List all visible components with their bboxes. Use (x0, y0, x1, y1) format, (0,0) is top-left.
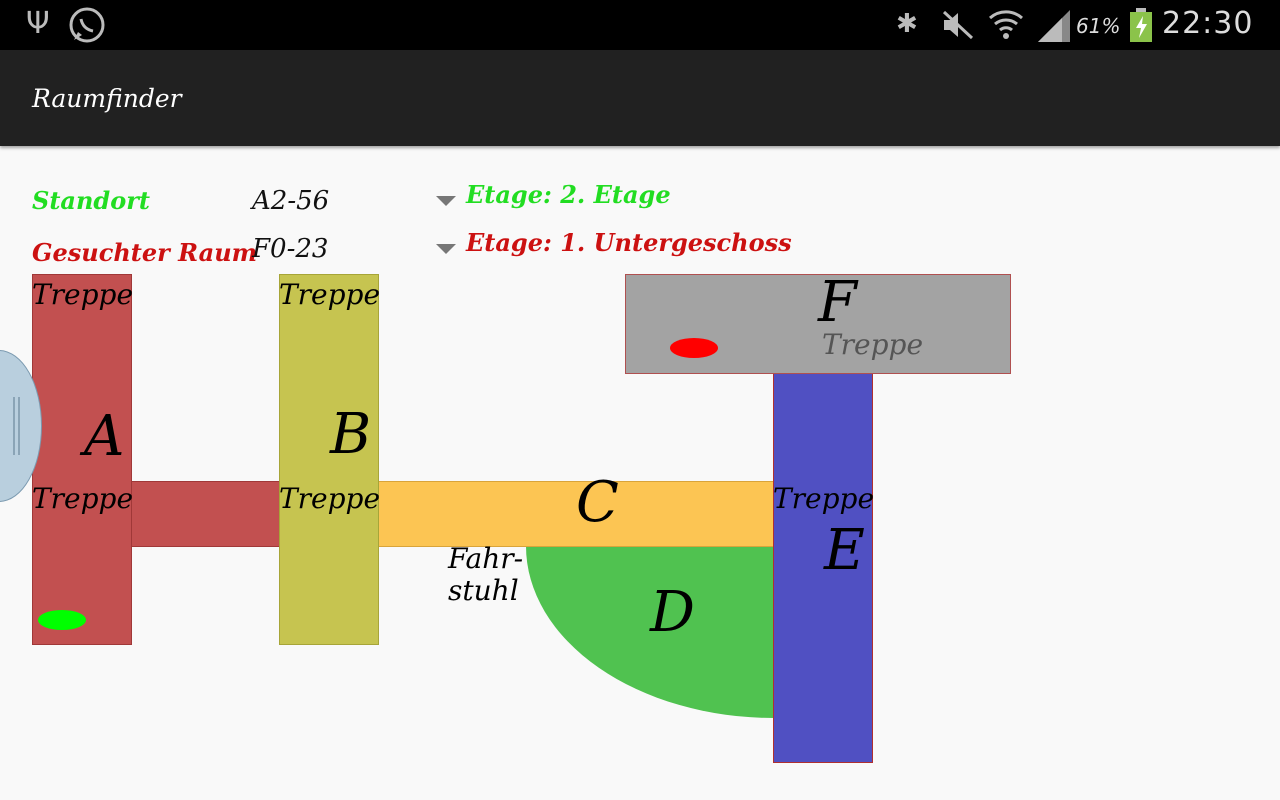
signal-icon (1036, 8, 1072, 53)
building-b[interactable] (279, 274, 379, 645)
chevron-down-icon (436, 244, 456, 254)
building-f-label: F (818, 270, 857, 335)
stairs-label: Treppe (773, 482, 875, 515)
stairs-label: Treppe (32, 482, 134, 515)
target-value: F0-23 (252, 234, 329, 264)
building-c-label: C (576, 470, 619, 535)
status-bar: Ψ ✱ 61% 22:30 (0, 0, 1280, 50)
battery-charging-icon (1128, 6, 1154, 53)
mute-icon (940, 8, 976, 51)
target-label: Gesuchter Raum (32, 238, 258, 267)
building-d-label: D (650, 580, 695, 645)
stairs-label: Treppe (279, 278, 381, 311)
building-a[interactable] (32, 274, 132, 645)
wifi-icon (988, 6, 1024, 51)
building-e-label: E (824, 518, 865, 583)
corridor-a-b[interactable] (130, 481, 280, 547)
usb-icon: Ψ (26, 6, 50, 41)
app-title: Raumfinder (32, 84, 182, 113)
location-value: A2-56 (252, 186, 330, 216)
battery-percent: 61% (1076, 14, 1121, 38)
target-room-marker (670, 338, 718, 358)
elevator-label-line2: stuhl (448, 574, 519, 607)
location-label: Standort (32, 186, 150, 215)
target-floor-label: Etage: 1. Untergeschoss (466, 228, 792, 257)
bluetooth-icon: ✱ (896, 9, 918, 39)
chevron-down-icon (436, 196, 456, 206)
stairs-label: Treppe (279, 482, 381, 515)
stairs-label: Treppe (32, 278, 134, 311)
current-location-marker (38, 610, 86, 630)
action-bar: Raumfinder (0, 50, 1280, 146)
location-floor-label: Etage: 2. Etage (466, 180, 671, 209)
whatsapp-icon (66, 4, 108, 55)
building-e[interactable] (773, 372, 873, 763)
building-c[interactable] (378, 481, 774, 547)
elevator-label-line1: Fahr- (448, 542, 524, 575)
building-b-label: B (330, 402, 372, 467)
clock: 22:30 (1162, 6, 1254, 41)
stairs-label: Treppe (822, 328, 924, 361)
building-a-label: A (84, 404, 125, 469)
